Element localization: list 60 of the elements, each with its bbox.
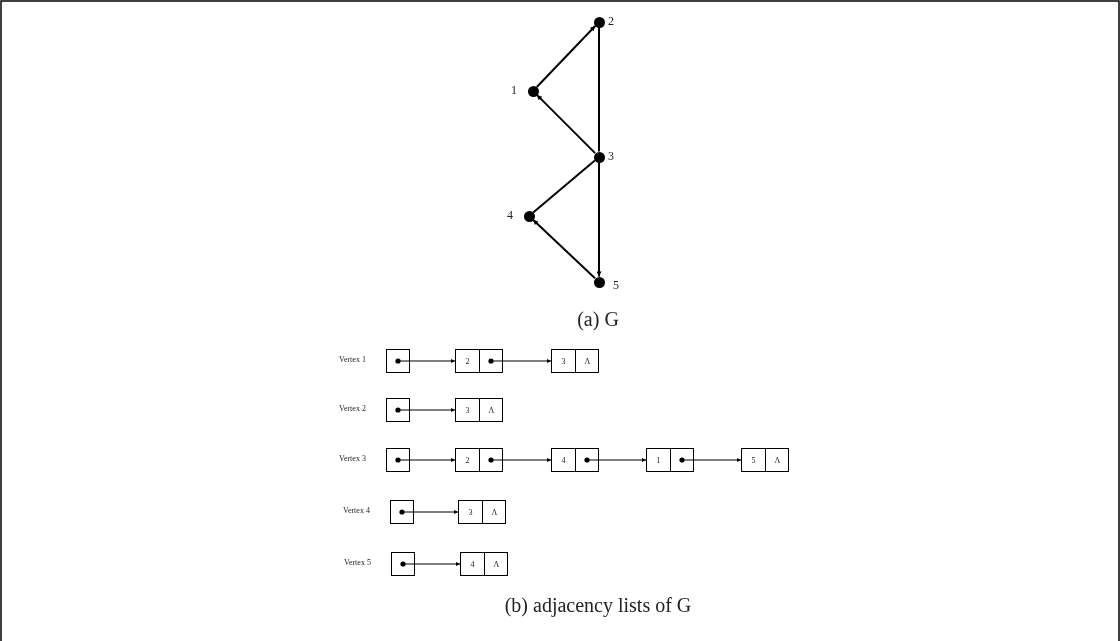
vertex-dot [593,276,605,288]
list-node [551,448,599,472]
edge-line [532,159,596,214]
head-pointer-box [386,448,410,472]
arrow [693,458,742,462]
list-node [741,448,789,472]
arrow [414,562,461,566]
null-pointer-symbol: Λ [490,506,499,519]
arrow [502,359,552,363]
null-pointer-symbol: Λ [583,355,592,368]
head-pointer-box [386,398,410,422]
vertex-dot [523,210,535,222]
head-pointer-box [391,552,415,576]
row-label: Vertex 2 [339,404,366,413]
arrow [596,161,602,278]
node-value: 1 [655,454,662,467]
arrow [598,458,647,462]
arrow [535,25,597,89]
vertex-number: 3 [608,149,614,164]
arrow [532,218,596,280]
vertex-dot [593,151,605,163]
null-pointer-symbol: Λ [487,404,496,417]
arrow [409,359,456,363]
arrow [409,458,456,462]
node-value: 2 [464,355,471,368]
node-value: 2 [464,454,471,467]
node-value: 3 [560,355,567,368]
figure-caption: (a) G [577,308,619,331]
list-node [455,349,503,373]
vertex-dot [593,16,605,28]
vertex-number: 4 [507,208,513,223]
node-value: 5 [750,454,757,467]
arrow [535,93,597,155]
arrow [413,510,459,514]
row-label: Vertex 5 [344,558,371,567]
list-node [551,349,599,373]
row-label: Vertex 1 [339,355,366,364]
row-label: Vertex 4 [343,506,370,515]
node-value: 4 [469,558,476,571]
head-pointer-box [390,500,414,524]
figure-caption: (b) adjacency lists of G [504,594,692,617]
vertex-dot [527,85,539,97]
row-label: Vertex 3 [339,454,366,463]
null-pointer-symbol: Λ [492,558,501,571]
list-node [646,448,694,472]
node-value: 4 [560,454,567,467]
head-pointer-box [386,349,410,373]
list-node [455,448,503,472]
vertex-number: 2 [608,14,614,29]
arrow [409,408,456,412]
list-node [460,552,508,576]
vertex-number: 5 [613,278,619,293]
edge-line [598,26,600,153]
arrow [502,458,552,462]
node-value: 3 [464,404,471,417]
null-pointer-symbol: Λ [773,454,782,467]
list-node [458,500,506,524]
vertex-number: 1 [511,83,517,98]
list-node [455,398,503,422]
node-value: 3 [467,506,474,519]
